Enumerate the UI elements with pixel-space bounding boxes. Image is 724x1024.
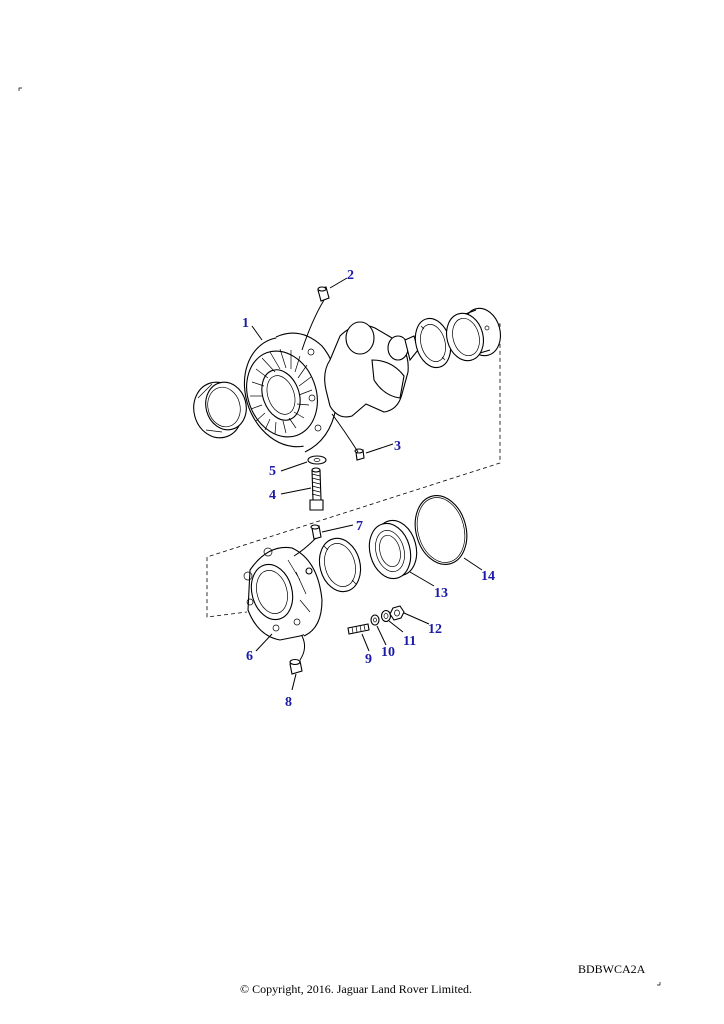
callout-4: 4 [269,488,276,503]
left-bearing-ring [193,381,247,439]
callout-5: 5 [269,464,276,479]
diagram-reference-code: BDBWCA2A [578,962,646,976]
part-10-washer [370,614,380,626]
part-4-bolt [309,467,324,511]
part-5-washer [307,455,327,465]
callout-labels: 1 2 3 4 5 6 7 8 9 10 11 12 13 14 [242,268,495,710]
upper-right-bearing-sleeve [445,307,502,362]
callout-8: 8 [285,695,292,710]
copyright-notice: © Copyright, 2016. Jaguar Land Rover Lim… [239,982,473,996]
callout-3: 3 [394,439,401,454]
lower-thrust-washer [318,537,362,593]
callout-6: 6 [246,649,253,664]
part-2-dowel-pin [317,286,330,302]
callout-12: 12 [428,622,442,637]
leader-lines [251,277,483,691]
part-12-nut [389,605,405,621]
corner-mark-top-left [18,87,22,91]
callout-1: 1 [242,316,249,331]
callout-11: 11 [403,634,416,649]
part-13-seal [368,519,418,580]
part-1-housing [243,332,338,453]
crankshaft [324,321,419,418]
corner-mark-bottom-right [657,982,661,986]
part-6-bearing-carrier [243,546,323,641]
callout-14: 14 [481,569,495,584]
callout-2: 2 [347,268,354,283]
part-3-dowel [354,448,365,461]
assembly-dashed-lines [206,323,501,618]
part-7-dowel-pin [310,524,322,540]
part-14-o-ring [414,495,468,565]
part-11-spring-washer [380,609,392,623]
callout-10: 10 [381,645,395,660]
callout-13: 13 [434,586,448,601]
callout-9: 9 [365,652,372,667]
callout-7: 7 [356,519,363,534]
part-8-dowel-pin [289,658,303,675]
part-9-stud [347,623,370,635]
